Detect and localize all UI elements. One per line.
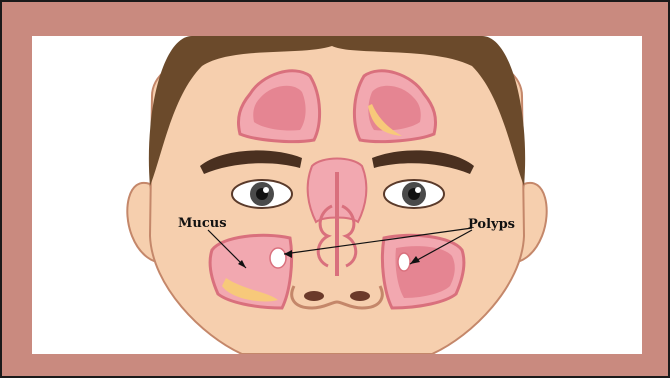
polyp-right [398, 253, 410, 271]
illustration-panel: Mucus Polyps [32, 36, 642, 354]
right-nostril [350, 291, 370, 301]
polyp-left [270, 248, 286, 268]
right-eye-highlight [415, 187, 421, 193]
polyps-label: Polyps [468, 217, 515, 232]
mucus-label: Mucus [178, 216, 227, 231]
face-diagram [32, 36, 642, 354]
left-nostril [304, 291, 324, 301]
left-eye-highlight [263, 187, 269, 193]
